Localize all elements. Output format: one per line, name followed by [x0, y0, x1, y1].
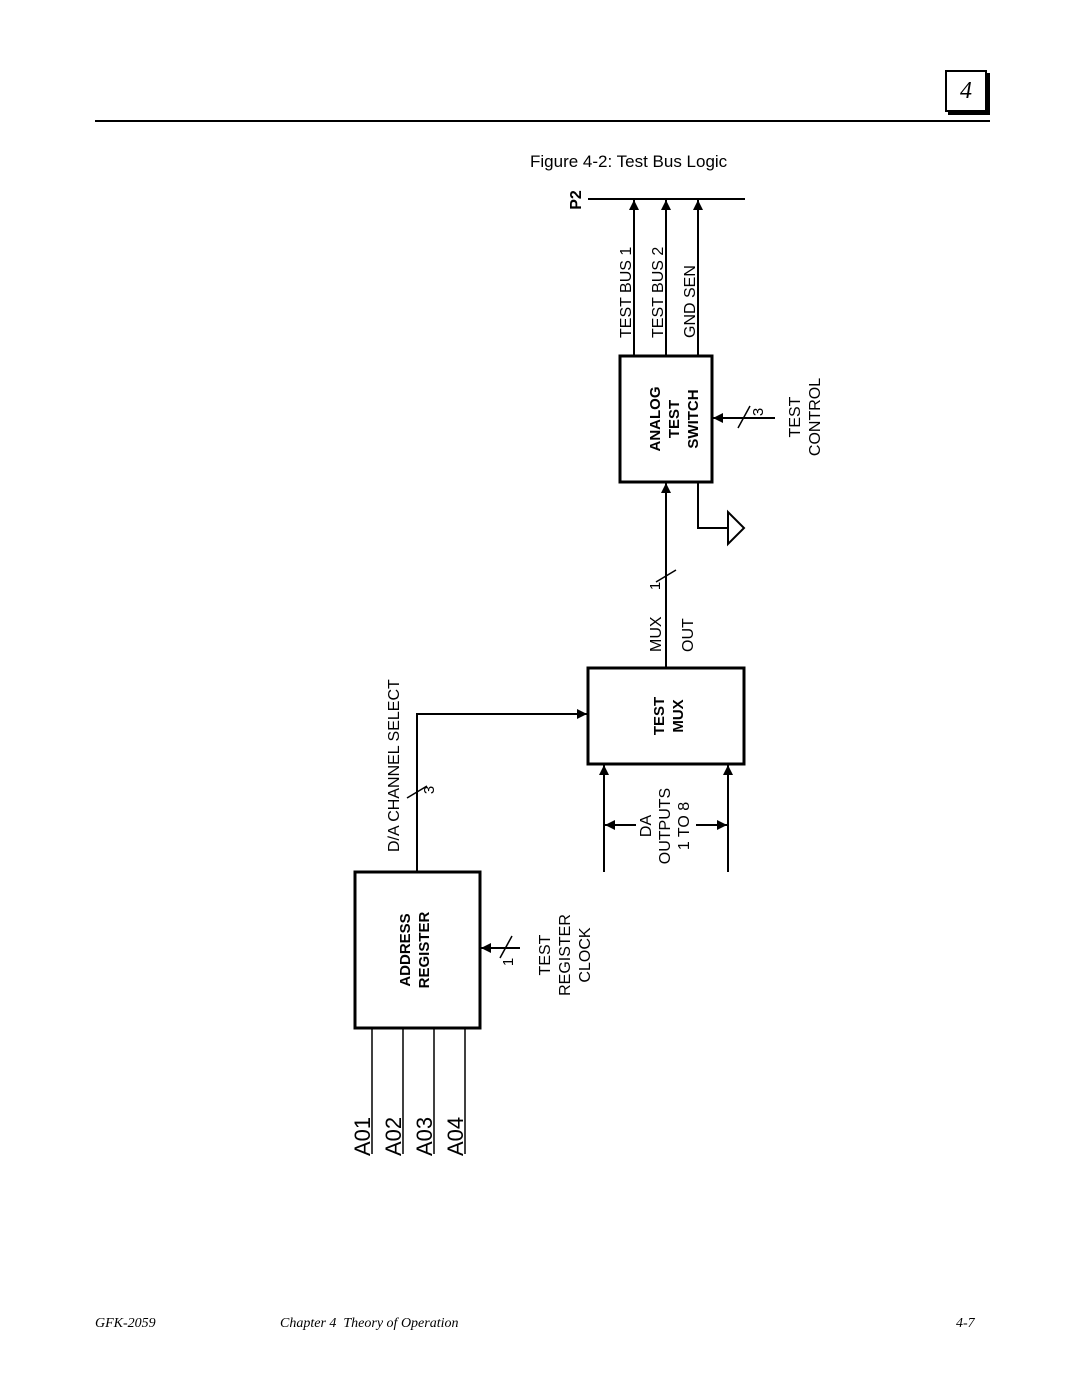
da-outputs-line-1: DA [638, 815, 655, 838]
mux-line-2: MUX [670, 699, 687, 732]
register-clock-line-1: TEST [537, 934, 554, 975]
test-control-bits: 3 [750, 408, 767, 416]
ground-wire [697, 482, 728, 529]
switch-line-3: SWITCH [685, 389, 702, 448]
test-mux-block [586, 666, 746, 766]
p2-label: P2 [568, 190, 585, 210]
footer-page-number: 4-7 [956, 1316, 975, 1331]
address-register-block [353, 870, 482, 1030]
register-clock-line-2: REGISTER [557, 914, 574, 996]
mux-out-label-1: MUX [648, 616, 665, 652]
footer-doc-id: GFK-2059 [95, 1316, 156, 1331]
a02-label: A02 [381, 1117, 406, 1156]
da-outputs-line-3: 1 TO 8 [676, 802, 693, 850]
figure-title: Figure 4-2: Test Bus Logic [530, 152, 728, 171]
test-control-line-2: CONTROL [807, 378, 824, 456]
a04-label: A04 [443, 1117, 468, 1156]
mux-out-label-2: OUT [680, 618, 697, 652]
a01-label: A01 [350, 1117, 375, 1156]
ground-symbol [727, 509, 746, 547]
test-control-slash [737, 405, 751, 429]
switch-line-1: ANALOG [647, 387, 664, 452]
test-control-line-1: TEST [787, 396, 804, 437]
channel-select-slash [406, 785, 428, 799]
da-outputs-line-2: OUTPUTS [657, 788, 674, 864]
header-rule [95, 120, 990, 122]
analog-test-switch-block [618, 354, 714, 484]
footer-chapter: Chapter 4 Theory of Operation [280, 1316, 459, 1331]
channel-select-bits: 3 [421, 786, 438, 794]
gnd-sen-label: GND SEN [682, 265, 699, 338]
mux-line-1: TEST [651, 697, 668, 735]
test-bus-1-label: TEST BUS 1 [618, 247, 635, 338]
mux-out-bits: 1 [647, 582, 664, 590]
mux-out-slash [655, 569, 677, 583]
chapter-number-box: 4 [945, 70, 987, 112]
channel-select-label: D/A CHANNEL SELECT [386, 679, 403, 852]
register-clock-slash [499, 935, 513, 959]
register-line-2: REGISTER [416, 911, 433, 988]
test-bus-2-label: TEST BUS 2 [650, 247, 667, 338]
register-clock-bits: 1 [500, 958, 517, 966]
register-clock-line-3: CLOCK [577, 927, 594, 982]
register-line-1: ADDRESS [397, 913, 414, 986]
channel-select-line [416, 709, 587, 872]
switch-line-2: TEST [666, 400, 683, 438]
a03-label: A03 [412, 1117, 437, 1156]
